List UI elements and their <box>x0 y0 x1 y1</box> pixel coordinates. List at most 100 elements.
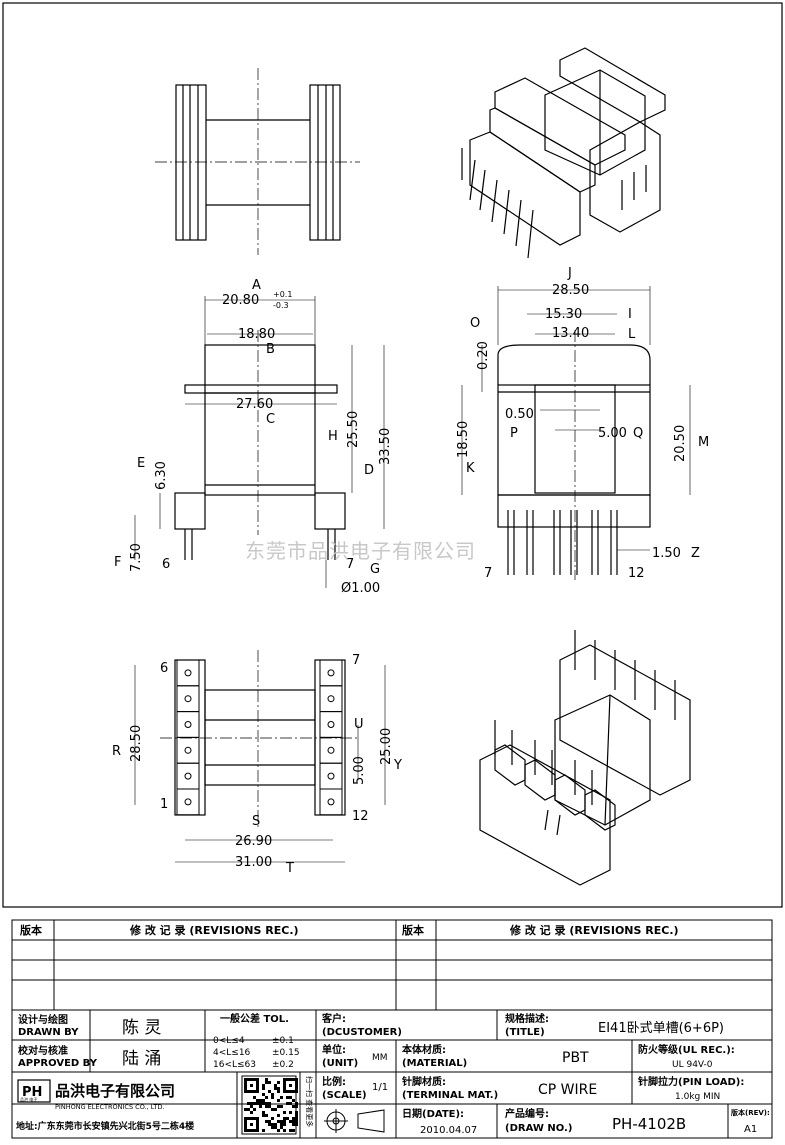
pinload-value: 1.0kg MIN <box>675 1092 720 1102</box>
tol-row-1-value: ±0.1 <box>272 1036 294 1046</box>
qr-cell <box>256 1117 259 1120</box>
qr-cell <box>289 1090 292 1093</box>
dim-t-letter: T <box>285 861 294 876</box>
drawno-en: (DRAW NO.) <box>505 1123 572 1134</box>
material-en: (MATERIAL) <box>402 1058 467 1069</box>
dim-t-value: 31.00 <box>235 855 272 870</box>
qr-cell <box>244 1078 247 1081</box>
dim-l-value: 13.40 <box>552 326 589 341</box>
bottom-pins-right <box>319 659 343 816</box>
qr-cell <box>289 1129 292 1132</box>
dim-m-value: 20.50 <box>673 425 688 462</box>
technical-drawing: A 20.80 +0.1 -0.3 18.80 B 27.60 C H 25.5… <box>2 2 783 908</box>
dim-b-letter: B <box>266 342 275 357</box>
qr-cell <box>244 1084 247 1087</box>
qr-cell <box>256 1129 259 1132</box>
qr-cell <box>253 1102 256 1105</box>
qr-cell <box>247 1108 250 1111</box>
qr-cell <box>250 1105 253 1108</box>
dim-b-value: 18.80 <box>238 327 275 342</box>
dim-a-tol-dn: -0.3 <box>273 301 289 310</box>
qr-cell <box>256 1123 259 1126</box>
terminal-cn: 针脚材质: <box>402 1075 446 1088</box>
qr-cell <box>271 1096 274 1099</box>
qr-cell <box>265 1105 268 1108</box>
qr-cell <box>295 1090 298 1093</box>
designed-value: 陈 灵 <box>122 1018 161 1038</box>
dim-q-value: 5.00 <box>598 426 627 441</box>
approved-label-en: APPROVED BY <box>18 1058 98 1069</box>
front-view-dimensions <box>461 286 691 551</box>
qr-cell <box>247 1117 250 1120</box>
dim-k-letter: K <box>466 461 475 476</box>
qr-cell <box>292 1129 295 1132</box>
qr-cell <box>265 1114 268 1117</box>
tol-row-2-value: ±0.15 <box>272 1048 300 1058</box>
qr-cell <box>277 1105 280 1108</box>
ul-value: UL 94V-0 <box>672 1060 713 1070</box>
qr-cell <box>289 1078 292 1081</box>
customer-en: (DCUSTOMER) <box>322 1027 402 1038</box>
qr-cell <box>247 1078 250 1081</box>
dim-r-value: 28.50 <box>129 725 144 762</box>
dim-j-value: 28.50 <box>552 283 589 298</box>
ul-label: 防火等级(UL REC.): <box>638 1043 735 1056</box>
pin-hole <box>184 695 192 703</box>
dim-e-letter: E <box>137 456 145 471</box>
dim-m-letter: M <box>698 435 709 450</box>
dim-g-dia: Ø1.00 <box>341 581 380 596</box>
qr-cell <box>262 1093 265 1096</box>
front-view <box>497 330 651 580</box>
terminal-value: CP WIRE <box>538 1082 597 1098</box>
dim-c-value: 27.60 <box>236 397 273 412</box>
pin-hole <box>327 669 335 677</box>
title-en: (TITLE) <box>505 1027 545 1038</box>
qr-cell <box>262 1111 265 1114</box>
material-value: PBT <box>562 1050 589 1066</box>
logo-sub: 品洪 电子 <box>20 1096 37 1102</box>
dim-s-value: 26.90 <box>235 834 272 849</box>
qr-cell <box>253 1096 256 1099</box>
qr-cell <box>268 1120 271 1123</box>
qr-cell <box>289 1084 292 1087</box>
dim-p-value: 0.50 <box>505 407 534 422</box>
designed-label-en: DRAWN BY <box>18 1027 79 1038</box>
qr-cell <box>247 1129 250 1132</box>
qr-code <box>244 1078 298 1132</box>
qr-cell <box>286 1096 289 1099</box>
customer-cn: 客户: <box>321 1012 346 1025</box>
dim-z-value: 1.50 <box>652 546 681 561</box>
tol-row-2-range: 4<L≤16 <box>213 1048 251 1058</box>
qr-cell <box>277 1090 280 1093</box>
qr-cell <box>274 1108 277 1111</box>
pin-hole <box>184 746 192 754</box>
qr-cell <box>262 1084 265 1087</box>
qr-cell <box>283 1123 286 1126</box>
dim-u-value: 5.00 <box>352 756 367 785</box>
qr-cell <box>259 1105 262 1108</box>
qr-cell <box>244 1090 247 1093</box>
qr-cell <box>268 1090 271 1093</box>
qr-cell <box>280 1120 283 1123</box>
qr-cell <box>265 1081 268 1084</box>
tol-row-3-range: 16<L≤63 <box>213 1060 256 1070</box>
qr-cell <box>265 1078 268 1081</box>
qr-cell <box>280 1096 283 1099</box>
dim-z-letter: Z <box>691 546 700 561</box>
bottom-view-dimensions <box>134 665 386 863</box>
qr-cell <box>283 1129 286 1132</box>
bottom-pins-left <box>176 659 200 816</box>
qr-cell <box>262 1129 265 1132</box>
qr-cell <box>277 1099 280 1102</box>
pin-pad <box>176 788 200 816</box>
qr-cell <box>292 1078 295 1081</box>
unit-en: (UNIT) <box>322 1058 358 1069</box>
qr-cell <box>247 1102 250 1105</box>
dim-k-value: 18.50 <box>456 421 471 458</box>
qr-cell <box>262 1114 265 1117</box>
pin-hole <box>327 721 335 728</box>
qr-cell <box>244 1129 247 1132</box>
pin-pad <box>319 788 343 816</box>
scale-en: (SCALE) <box>322 1090 367 1101</box>
